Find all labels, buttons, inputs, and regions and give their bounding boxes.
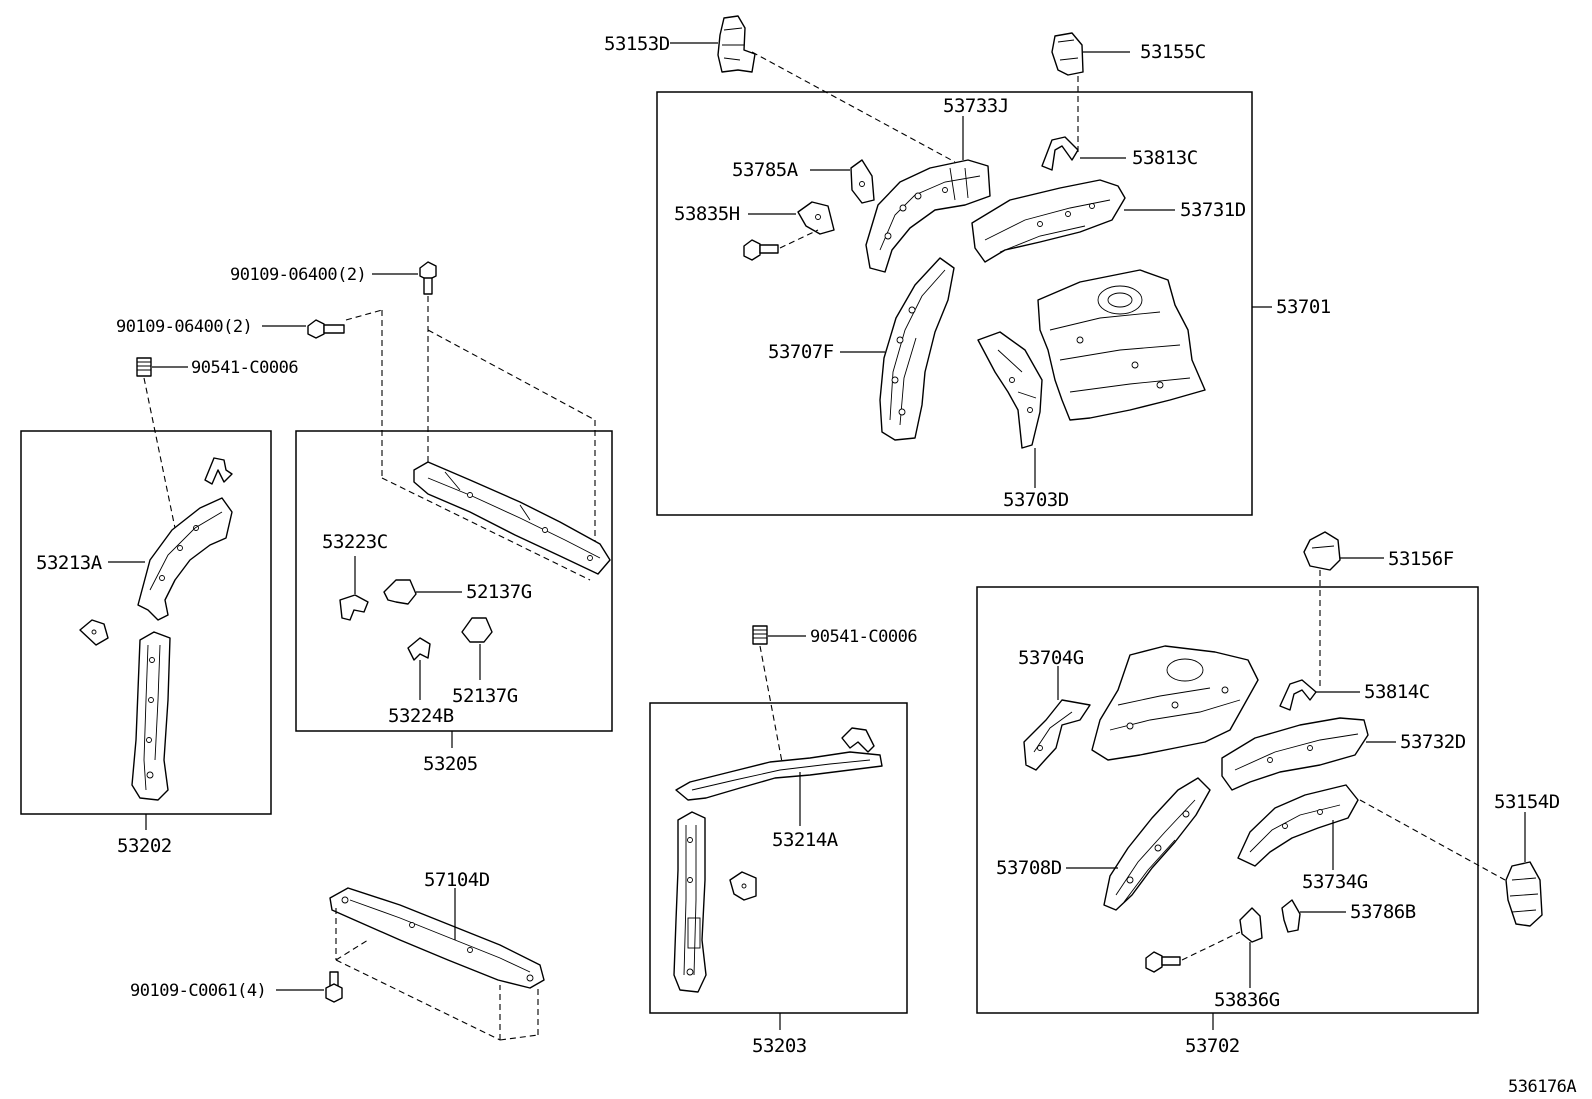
label-90541-C0006-a: 90541-C0006: [191, 358, 298, 378]
part-53703D-icon: [977, 331, 1043, 449]
nut-90541-C0006-icon: [752, 625, 768, 645]
diagram-id: 536176A: [1508, 1077, 1576, 1097]
label-53785A: 53785A: [732, 159, 799, 181]
part-53708D-icon: [1103, 777, 1211, 911]
part-53731D-icon: [971, 179, 1126, 263]
bolt-icon: [325, 971, 343, 1003]
part-small-bracket-icon: [729, 871, 757, 901]
label-53702: 53702: [1185, 1035, 1240, 1057]
label-53224B: 53224B: [388, 705, 454, 727]
label-53814C: 53814C: [1364, 681, 1430, 703]
label-53154D: 53154D: [1494, 791, 1560, 813]
part-53835H-icon: [797, 201, 835, 235]
bolt-icon: [307, 319, 345, 339]
assembly-box-53205: [295, 430, 613, 732]
part-53223C-icon: [339, 594, 369, 621]
part-53786B-icon: [1281, 899, 1301, 933]
part-53153D-icon: [717, 15, 756, 73]
part-52137G-a-icon: [383, 579, 417, 605]
label-53153D: 53153D: [604, 33, 670, 55]
label-90109-06400-a: 90109-06400(2): [230, 265, 366, 285]
label-53703D: 53703D: [1003, 489, 1069, 511]
part-53702-panel-icon: [1091, 645, 1259, 761]
label-53205: 53205: [423, 753, 478, 775]
part-53733J-icon: [865, 159, 991, 273]
label-53836G: 53836G: [1214, 989, 1280, 1011]
label-90109-C0061: 90109-C0061(4): [130, 981, 266, 1001]
label-53202: 53202: [117, 835, 172, 857]
part-53214A-icon: [675, 727, 883, 801]
label-53707F: 53707F: [768, 341, 834, 363]
part-57104D-icon: [329, 887, 545, 989]
part-lower-member-icon: [131, 631, 171, 801]
part-53732D-icon: [1221, 717, 1369, 791]
label-53835H: 53835H: [674, 203, 740, 225]
bolt-icon: [419, 261, 437, 295]
part-53205-member-icon: [413, 461, 611, 575]
part-53836G-icon: [1239, 907, 1263, 943]
label-57104D: 57104D: [424, 869, 490, 891]
part-53155C-icon: [1051, 32, 1084, 76]
label-90541-C0006-b: 90541-C0006: [810, 627, 917, 647]
label-53156F: 53156F: [1388, 548, 1454, 570]
part-53785A-icon: [850, 159, 875, 204]
part-53213A-icon: [137, 497, 233, 621]
nut-90541-C0006-icon: [136, 357, 152, 377]
part-53154D-icon: [1505, 861, 1543, 927]
label-53704G: 53704G: [1018, 647, 1084, 669]
label-53786B: 53786B: [1350, 901, 1416, 923]
bolt-icon: [1145, 951, 1181, 973]
part-53734G-icon: [1237, 784, 1359, 867]
assembly-box-53702: [976, 586, 1479, 1014]
label-53813C: 53813C: [1132, 147, 1198, 169]
label-53223C: 53223C: [322, 531, 388, 553]
label-53731D: 53731D: [1180, 199, 1246, 221]
part-clip-icon: [204, 457, 233, 485]
assembly-box-53701: [656, 91, 1253, 516]
label-53708D: 53708D: [996, 857, 1062, 879]
part-53224B-icon: [407, 637, 431, 661]
part-small-bracket-icon: [79, 619, 109, 646]
part-53813C-icon: [1041, 136, 1079, 171]
label-52137G-b: 52137G: [452, 685, 518, 707]
part-52137G-b-icon: [461, 617, 493, 643]
part-53704G-icon: [1023, 699, 1091, 771]
label-53733J: 53733J: [943, 95, 1009, 117]
label-53203: 53203: [752, 1035, 807, 1057]
part-53701-panel-icon: [1037, 269, 1206, 421]
part-53814C-icon: [1279, 679, 1317, 711]
assembly-box-53203: [649, 702, 908, 1014]
label-53732D: 53732D: [1400, 731, 1466, 753]
label-90109-06400-b: 90109-06400(2): [116, 317, 252, 337]
part-53707F-icon: [879, 257, 955, 441]
part-53156F-icon: [1303, 531, 1341, 571]
label-53213A: 53213A: [36, 552, 103, 574]
label-53155C: 53155C: [1140, 41, 1206, 63]
label-53214A: 53214A: [772, 829, 839, 851]
label-53734G: 53734G: [1302, 871, 1368, 893]
bolt-icon: [743, 239, 779, 261]
label-53701: 53701: [1276, 296, 1331, 318]
label-52137G-a: 52137G: [466, 581, 532, 603]
part-53203-member-icon: [673, 811, 707, 993]
